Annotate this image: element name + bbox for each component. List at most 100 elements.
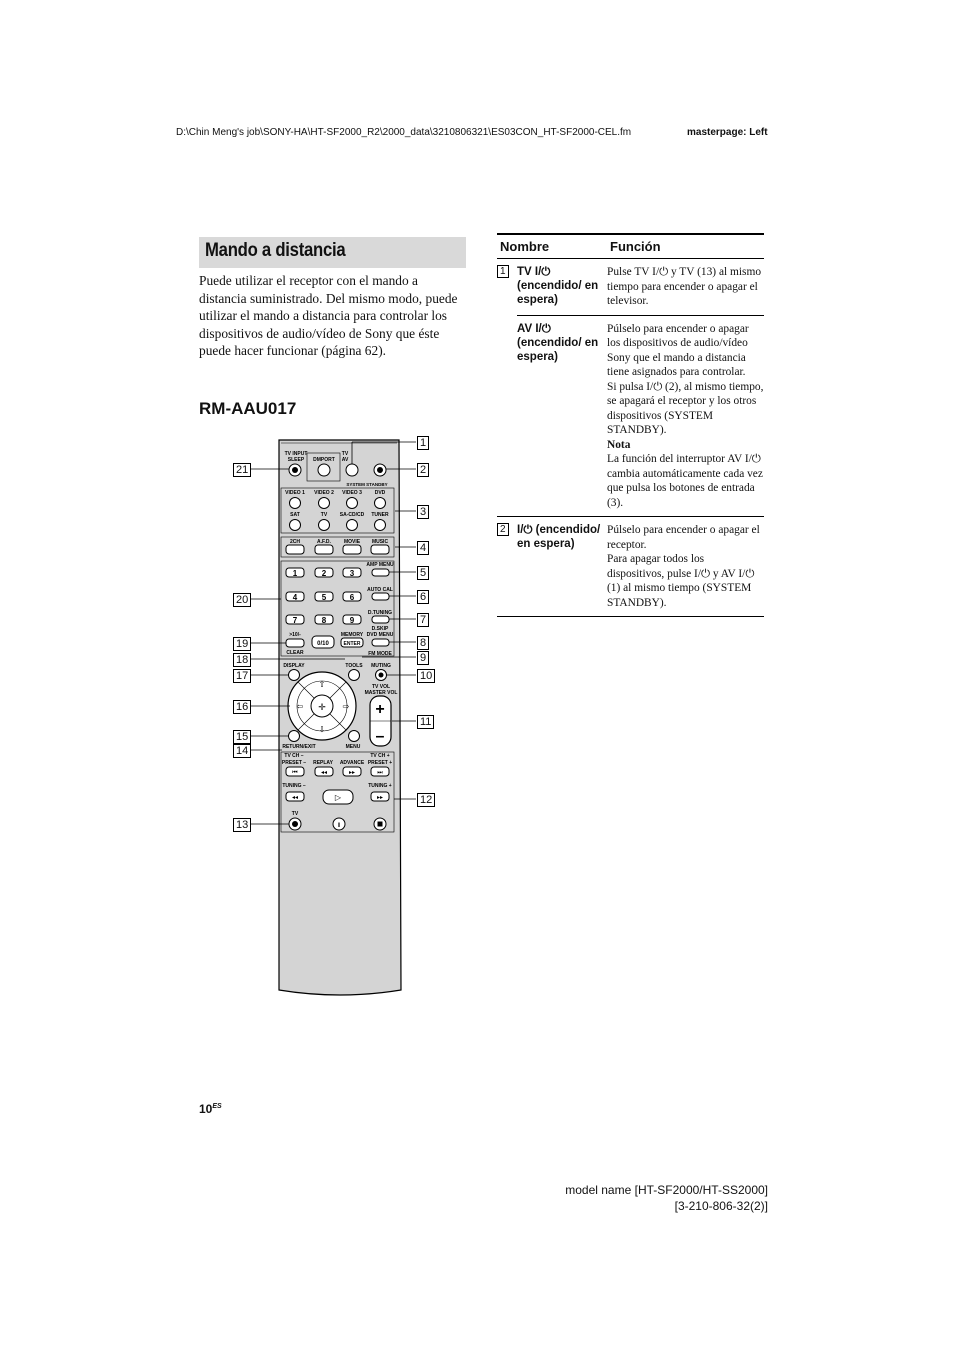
digit-3: 3 [350, 569, 355, 578]
section-title: Mando a distancia [205, 240, 346, 261]
label-tv-ch-minus: TV CH – [284, 753, 303, 759]
page-number: 10ES [199, 1102, 222, 1116]
svg-text:✛: ✛ [318, 702, 326, 712]
header-path: D:\Chin Meng's job\SONY-HA\HT-SF2000_R2\… [176, 127, 632, 138]
row-name: AV I/⏻ (encendido/ en espera) [517, 314, 607, 517]
label-auto-cal: AUTO CAL [367, 587, 393, 593]
callout-9: 9 [417, 651, 430, 665]
row-number: 2 [497, 523, 509, 536]
label-enter: ENTER [344, 641, 361, 647]
header-nombre: Nombre [497, 233, 607, 259]
callout-2: 2 [417, 463, 430, 477]
callout-14: 14 [233, 744, 252, 758]
callout-17: 17 [233, 669, 252, 683]
callout-20: 20 [233, 593, 252, 607]
callout-18: 18 [233, 653, 252, 667]
callout-21: 21 [233, 463, 252, 477]
svg-text:+: + [375, 701, 384, 718]
intro-paragraph: Puede utilizar el receptor con el mando … [199, 273, 458, 359]
svg-text:◂◂: ◂◂ [321, 770, 327, 776]
label-tools: TOOLS [345, 663, 363, 669]
footer: model name [HT-SF2000/HT-SS2000] [3-210-… [565, 1182, 768, 1214]
dmport-button [317, 463, 331, 477]
label-av: AV [342, 457, 349, 463]
callout-5: 5 [417, 566, 430, 580]
label-tuner: TUNER [371, 512, 389, 518]
row-name: TV I/⏻ (encendido/ en espera) [517, 266, 599, 306]
svg-text:⇩: ⇩ [319, 725, 326, 734]
svg-text:⏮: ⏮ [292, 770, 298, 776]
input-button-group: VIDEO 1 VIDEO 2 VIDEO 3 DVD SAT TV SA-CD… [280, 487, 395, 534]
label-memory: MEMORY [341, 632, 364, 638]
svg-text:⇨: ⇨ [343, 702, 350, 711]
label-sacd: SA-CD/CD [340, 512, 365, 518]
label-music: MUSIC [372, 539, 389, 545]
row-function: Púlselo para encender o apagar los dispo… [607, 314, 764, 517]
row-function: Pulse TV I/⏻ y TV (13) al mismo tiempo p… [607, 266, 762, 307]
dpad-group: ⇧ ⇩ ⇦ ⇨ ✛ [287, 671, 357, 741]
row-function-part: Púlselo para encender o apagar los dispo… [607, 322, 749, 379]
table-row: AV I/⏻ (encendido/ en espera) Púlselo pa… [497, 314, 764, 517]
digit-8: 8 [322, 616, 327, 625]
callout-8: 8 [417, 636, 430, 650]
label-return-exit: RETURN/EXIT [282, 744, 315, 750]
svg-text:◂◂: ◂◂ [292, 795, 298, 801]
digit-6: 6 [350, 593, 355, 602]
callout-15: 15 [233, 730, 252, 744]
callout-6: 6 [417, 590, 430, 604]
callout-4: 4 [417, 541, 430, 555]
label-dmport: DMPORT [313, 457, 335, 463]
label-video1: VIDEO 1 [285, 490, 305, 496]
label-sat: SAT [290, 512, 300, 518]
digit-5: 5 [322, 593, 327, 602]
sound-field-group: 2CH A.F.D. MOVIE MUSIC [280, 536, 395, 558]
footer-model: model name [HT-SF2000/HT-SS2000] [565, 1183, 768, 1197]
callout-11: 11 [417, 715, 435, 729]
callout-1: 1 [417, 436, 430, 450]
label-display: DISPLAY [283, 663, 305, 669]
label-preset-plus: PRESET + [368, 760, 392, 766]
svg-text:⇦: ⇦ [297, 702, 304, 711]
label-d-tuning: D.TUNING [368, 610, 392, 616]
number-pad-group: 1 2 3 4 5 6 7 8 9 AMP MENU AUTO CAL D.TU… [280, 560, 395, 657]
label-system-standby: SYSTEM STANDBY [346, 482, 387, 487]
svg-text:⇧: ⇧ [319, 680, 326, 689]
label-tv-input: TV INPUT [285, 451, 308, 457]
page-number-value: 10 [199, 1102, 213, 1116]
svg-text:–: – [376, 728, 385, 745]
display-row-group: DISPLAY TOOLS MUTING TV VOL MASTER VOL [283, 663, 397, 696]
label-tv2: TV [321, 512, 328, 518]
label-fm-mode: FM MODE [368, 651, 392, 657]
label-amp-menu: AMP MENU [366, 562, 394, 568]
row-function-part: Para apagar todos los dispositivos, puls… [607, 553, 755, 609]
label-master-vol: MASTER VOL [365, 690, 398, 696]
row-function: Púlselo para encender o apagar el recept… [607, 516, 764, 617]
svg-text:▸▸: ▸▸ [349, 770, 355, 776]
section-title-bar [199, 237, 466, 268]
callout-19: 19 [233, 637, 252, 651]
label-tuning-minus: TUNING – [282, 783, 306, 789]
page-lang: ES [212, 1103, 222, 1110]
top-button-group: TV INPUT SLEEP DMPORT TV AV SYSTEM STAND… [285, 451, 388, 487]
callout-12: 12 [417, 793, 436, 807]
label-tv-vol: TV VOL [372, 684, 390, 690]
left-leaders [248, 468, 345, 825]
label-afd: A.F.D. [317, 539, 332, 545]
callout-13: 13 [233, 818, 252, 832]
nota-text: La función del interruptor AV I/⏻ cambia… [607, 453, 763, 509]
function-table: Nombre Función 1 TV I/⏻ (encendido/ en e… [497, 233, 764, 617]
label-movie: MOVIE [344, 539, 361, 545]
callout-16: 16 [233, 700, 252, 714]
label-dvd-menu: DVD MENU [367, 632, 394, 638]
transport-group: TV CH – PRESET – REPLAY ADVANCE TV CH + … [280, 751, 395, 833]
table-row: 1 TV I/⏻ (encendido/ en espera) Pulse TV… [497, 259, 764, 316]
av-power-button [345, 463, 359, 477]
header-funcion: Función [607, 233, 764, 259]
label-d-skip: D.SKIP [372, 626, 389, 632]
label-tv3: TV [292, 811, 299, 817]
row-name: I/⏻ (encendido/ en espera) [517, 516, 607, 617]
label-2ch: 2CH [290, 539, 300, 545]
digit-4: 4 [293, 593, 298, 602]
return-menu-group: RETURN/EXIT MENU [282, 730, 361, 750]
label-video2: VIDEO 2 [314, 490, 334, 496]
